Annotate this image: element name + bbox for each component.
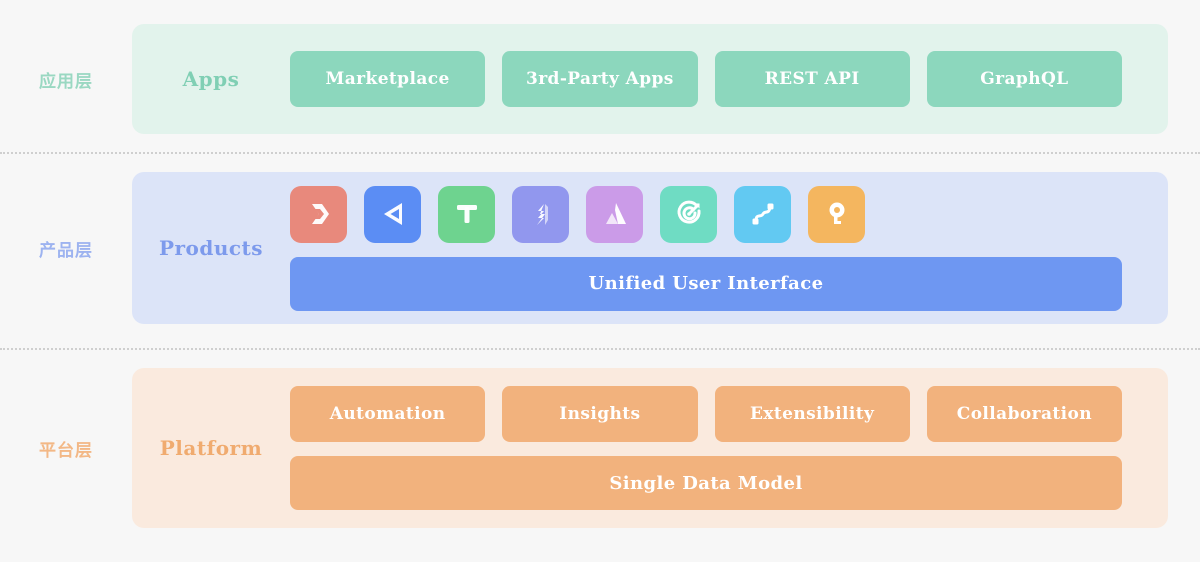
focus-target-icon[interactable] <box>660 185 717 243</box>
unified-user-interface-bar[interactable]: Unified User Interface <box>290 256 1122 311</box>
apps-chip-row: Marketplace 3rd-Party Apps REST API Grap… <box>290 51 1122 107</box>
products-layer-body: Unified User Interface <box>290 185 1168 311</box>
products-layer-card: Products <box>132 172 1168 324</box>
chip-collaboration[interactable]: Collaboration <box>926 386 1122 442</box>
platform-layer-body: Automation Insights Extensibility Collab… <box>290 386 1168 510</box>
confluence-icon[interactable] <box>512 185 569 243</box>
products-layer-cn-label: 产品层 <box>39 240 93 261</box>
platform-layer-title: Platform <box>159 436 263 460</box>
jira-software-icon[interactable] <box>290 185 347 243</box>
platform-layer-card: Platform Automation Insights Extensibili… <box>132 368 1168 528</box>
apps-layer-cn-label: 应用层 <box>39 71 93 92</box>
chip-automation[interactable]: Automation <box>290 386 486 442</box>
product-icon-row <box>290 185 1122 243</box>
chip-3rd-party-apps[interactable]: 3rd-Party Apps <box>502 51 698 107</box>
jira-service-management-icon[interactable] <box>364 185 421 243</box>
chip-graphql[interactable]: GraphQL <box>926 51 1122 107</box>
divider-apps-products <box>0 152 1200 155</box>
platform-layer-cn-label: 平台层 <box>39 440 93 461</box>
opsgenie-icon[interactable] <box>808 185 865 243</box>
chip-insights[interactable]: Insights <box>502 386 698 442</box>
chip-marketplace[interactable]: Marketplace <box>290 51 486 107</box>
platform-chip-row: Automation Insights Extensibility Collab… <box>290 386 1122 442</box>
chip-rest-api[interactable]: REST API <box>714 51 910 107</box>
platform-layer-row: 平台层 Platform Automation Insights Extensi… <box>0 368 1200 528</box>
products-layer-title: Products <box>158 236 264 260</box>
products-layer-row: 产品层 Products <box>0 172 1200 324</box>
divider-products-platform <box>0 348 1200 351</box>
apps-layer-title: Apps <box>182 67 240 91</box>
apps-layer-card: Apps Marketplace 3rd-Party Apps REST API… <box>132 24 1168 134</box>
apps-layer-body: Marketplace 3rd-Party Apps REST API Grap… <box>290 51 1168 107</box>
single-data-model-bar[interactable]: Single Data Model <box>290 456 1122 510</box>
trello-icon[interactable] <box>438 185 495 243</box>
apps-layer-row: 应用层 Apps Marketplace 3rd-Party Apps REST… <box>0 24 1200 134</box>
workflow-node-icon[interactable] <box>734 185 791 243</box>
atlassian-icon[interactable] <box>586 185 643 243</box>
chip-extensibility[interactable]: Extensibility <box>714 386 910 442</box>
